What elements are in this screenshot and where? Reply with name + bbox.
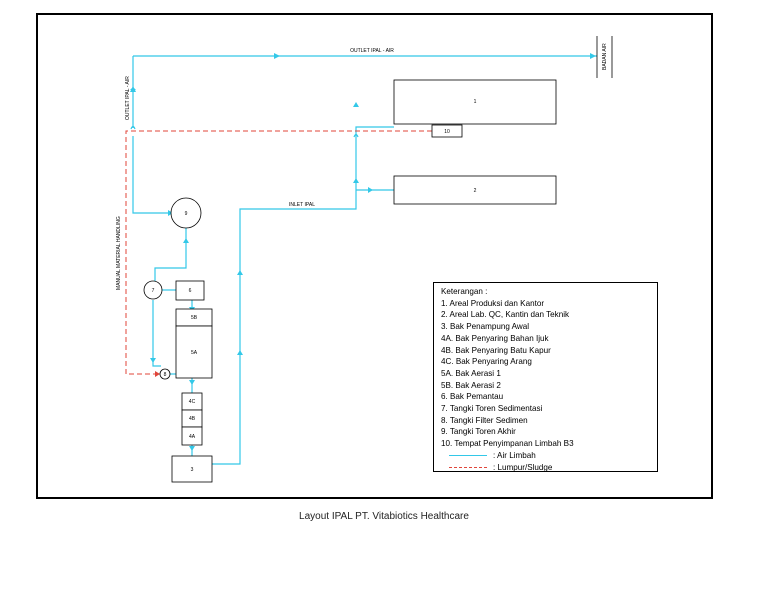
inlet-label: INLET IPAL: [289, 202, 315, 208]
svg-text:5A: 5A: [191, 350, 198, 356]
unit-9: 9: [170, 197, 202, 229]
badan-air-label: BADAN AIR: [602, 43, 608, 70]
legend-item: 6. Bak Pemantau: [441, 392, 504, 402]
sludge-lines: [125, 130, 432, 375]
legend-air-limbah: : Air Limbah: [441, 450, 657, 462]
svg-text:4A: 4A: [189, 434, 196, 440]
inlet-line: [212, 128, 357, 465]
sludge-line-swatch: [449, 466, 487, 468]
badan-air: BADAN AIR: [596, 36, 613, 78]
unit-6: 6: [175, 280, 205, 301]
svg-text:3: 3: [191, 467, 194, 473]
legend-lumpur-label: : Lumpur/Sludge: [493, 462, 553, 472]
unit-2: 2: [393, 175, 557, 205]
unit-4c: 4C: [181, 392, 203, 411]
legend-title: Keterangan :: [441, 287, 488, 296]
svg-text:4B: 4B: [189, 416, 196, 422]
manual-handling-label: MANUAL MATERIAL HANDLING: [116, 216, 122, 290]
unit-4a: 4A: [181, 426, 203, 446]
unit-1: 1: [393, 79, 557, 125]
svg-text:7: 7: [152, 288, 155, 294]
legend-box: Keterangan : 1. Areal Produksi dan Kanto…: [433, 282, 658, 472]
legend-item: 1. Areal Produksi dan Kantor: [441, 298, 545, 308]
svg-text:5B: 5B: [191, 315, 198, 321]
unit-5b: 5B: [175, 308, 213, 327]
outlet-side-label: OUTLET IPAL - AIR: [125, 76, 131, 120]
tank9-to-tank7: [154, 228, 187, 282]
legend-item: 5A. Bak Aerasi 1: [441, 368, 501, 378]
unit-10: 10: [431, 124, 463, 138]
svg-text:10: 10: [444, 129, 450, 135]
legend-item: 7. Tangki Toren Sedimentasi: [441, 404, 543, 414]
outlet-vertical-line: [132, 56, 170, 214]
sludge-arrows: [155, 371, 160, 377]
unit-3: 3: [171, 455, 213, 483]
legend-item: 10. Tempat Penyimpanan Limbah B3: [441, 439, 574, 449]
legend-item: 4B. Bak Penyaring Batu Kapur: [441, 345, 551, 355]
svg-text:1: 1: [474, 99, 477, 105]
water-line-swatch: [449, 455, 487, 457]
unit1-to-main: [355, 126, 394, 128]
legend-item: 2. Areal Lab. QC, Kantin dan Teknik: [441, 310, 570, 320]
legend-item: 5B. Bak Aerasi 2: [441, 380, 501, 390]
legend-air-limbah-label: : Air Limbah: [493, 450, 536, 460]
legend-item: 3. Bak Penampung Awal: [441, 322, 530, 332]
sludge-line: [125, 130, 432, 375]
water-lines: [130, 55, 597, 465]
figure-caption: Layout IPAL PT. Vitabiotics Healthcare: [299, 511, 469, 522]
legend-lumpur: : Lumpur/Sludge: [441, 462, 657, 474]
unit-5a: 5A: [175, 325, 213, 379]
legend-item: 9. Tangki Toren Akhir: [441, 427, 516, 437]
crossover-mid: [353, 133, 359, 138]
legend-item: 4C. Bak Penyaring Arang: [441, 357, 532, 367]
svg-text:8: 8: [164, 372, 167, 378]
unit-4b: 4B: [181, 409, 203, 428]
tank7-to-tank8: [152, 300, 161, 367]
crossover-left: [130, 125, 136, 130]
legend-item: 8. Tangki Filter Sedimen: [441, 415, 528, 425]
diagram-frame: [36, 13, 713, 499]
svg-text:9: 9: [185, 211, 188, 217]
outlet-top-label: OUTLET IPAL - AIR: [350, 48, 394, 54]
svg-text:4C: 4C: [189, 399, 196, 405]
unit-7: 7: [143, 280, 163, 300]
legend-item: 4A. Bak Penyaring Bahan Ijuk: [441, 333, 549, 343]
unit-8: 8: [159, 368, 171, 380]
svg-text:2: 2: [474, 188, 477, 194]
svg-text:6: 6: [189, 288, 192, 294]
